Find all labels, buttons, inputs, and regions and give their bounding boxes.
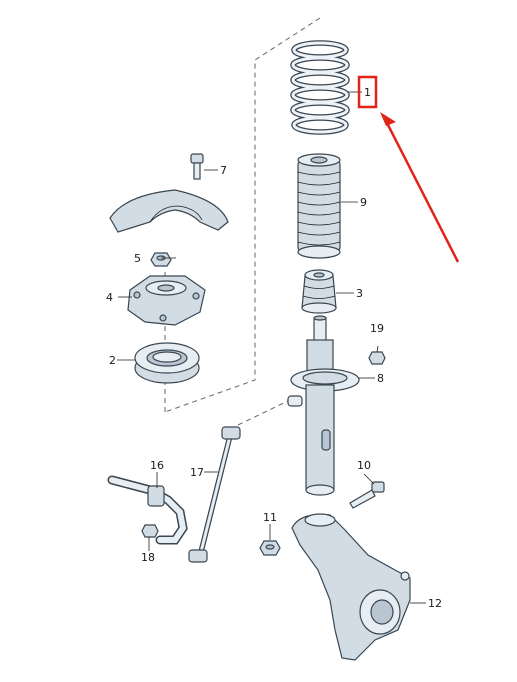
label-part-9: 9	[360, 196, 367, 209]
bolt-7	[190, 153, 204, 180]
nut-11	[259, 540, 281, 556]
stabilizer-bar	[107, 475, 188, 545]
bump-stop	[301, 269, 337, 314]
highlight-annotation	[357, 75, 460, 263]
protective-boot	[297, 153, 341, 259]
nut-18	[141, 524, 159, 538]
coil-spring	[290, 40, 350, 135]
label-part-1: 1	[364, 86, 371, 99]
coupling-rod	[188, 426, 241, 563]
label-part-10: 10	[357, 459, 371, 472]
label-part-18: 18	[141, 551, 155, 564]
label-part-16: 16	[150, 459, 164, 472]
label-part-12: 12	[428, 597, 442, 610]
bolt-10	[349, 481, 385, 509]
label-part-4: 4	[106, 291, 113, 304]
label-part-3: 3	[356, 287, 363, 300]
label-part-7: 7	[220, 164, 227, 177]
shock-absorber-strut	[287, 315, 360, 496]
steering-knuckle	[291, 513, 411, 661]
strut-mount	[127, 275, 206, 326]
highlight-arrow-head	[380, 112, 396, 126]
leader-lines	[117, 91, 426, 604]
nut-19	[368, 351, 386, 365]
strut-bearing	[134, 342, 200, 384]
highlight-arrow-shaft	[384, 120, 460, 263]
mount-cover-plate	[109, 189, 229, 233]
label-part-2: 2	[109, 354, 116, 367]
label-part-17: 17	[190, 466, 204, 479]
label-part-8: 8	[377, 372, 384, 385]
highlight-box	[357, 75, 378, 109]
label-part-19: 19	[370, 322, 384, 335]
label-part-5: 5	[134, 252, 141, 265]
label-part-11: 11	[263, 511, 277, 524]
nut-5	[150, 252, 172, 267]
